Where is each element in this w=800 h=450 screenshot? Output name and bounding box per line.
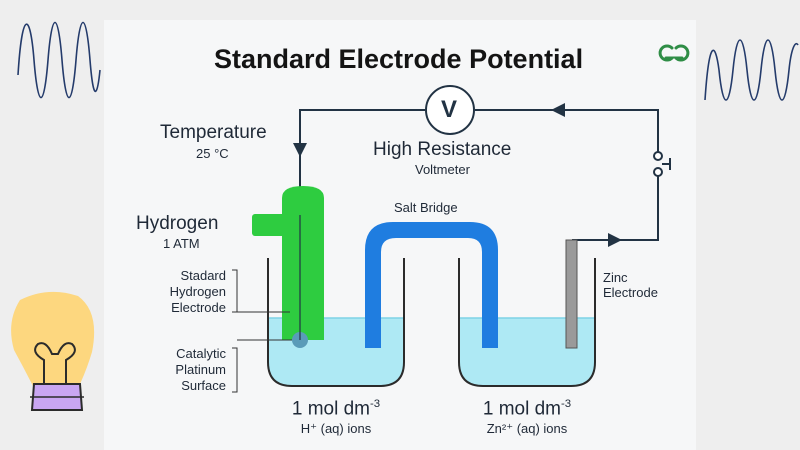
right-concentration: 1 mol dm-3 — [482, 398, 572, 420]
temperature-label: Temperature — [160, 122, 267, 143]
current-direction-arrows — [293, 103, 622, 247]
hydrogen-electrode-tube — [252, 186, 324, 340]
left-concentration: 1 mol dm-3 — [291, 398, 381, 420]
left-ion-label: H⁺ (aq) ions — [300, 421, 372, 436]
hydrogen-label: Hydrogen — [136, 213, 219, 234]
zinc-electrode-label: Zinc Electrode — [603, 270, 658, 300]
switch-icon — [653, 151, 671, 177]
left-wave-decoration — [17, 22, 101, 98]
she-bracket — [232, 269, 290, 313]
salt-bridge-tube — [365, 222, 498, 348]
light-bulb-icon — [11, 291, 95, 411]
brand-logo-icon — [658, 44, 690, 62]
salt-bridge-label: Salt Bridge — [394, 200, 458, 215]
voltmeter-symbol: V — [441, 96, 458, 123]
right-wave-decoration — [704, 39, 799, 101]
right-ion-label: Zn²⁺ (aq) ions — [486, 421, 568, 436]
voltmeter-label: High Resistance — [373, 139, 512, 160]
zinc-electrode-rod — [565, 239, 578, 349]
page-title: Standard Electrode Potential — [214, 44, 584, 74]
catalytic-bracket — [232, 339, 292, 393]
catalytic-label: Catalytic Platinum Surface — [175, 346, 226, 393]
temperature-value: 25 °C — [196, 146, 229, 161]
she-label: Stadard Hydrogen Electrode — [169, 268, 226, 315]
voltmeter-icon — [425, 85, 475, 135]
voltmeter-sublabel: Voltmeter — [415, 162, 470, 177]
hydrogen-value: 1 ATM — [163, 236, 200, 251]
